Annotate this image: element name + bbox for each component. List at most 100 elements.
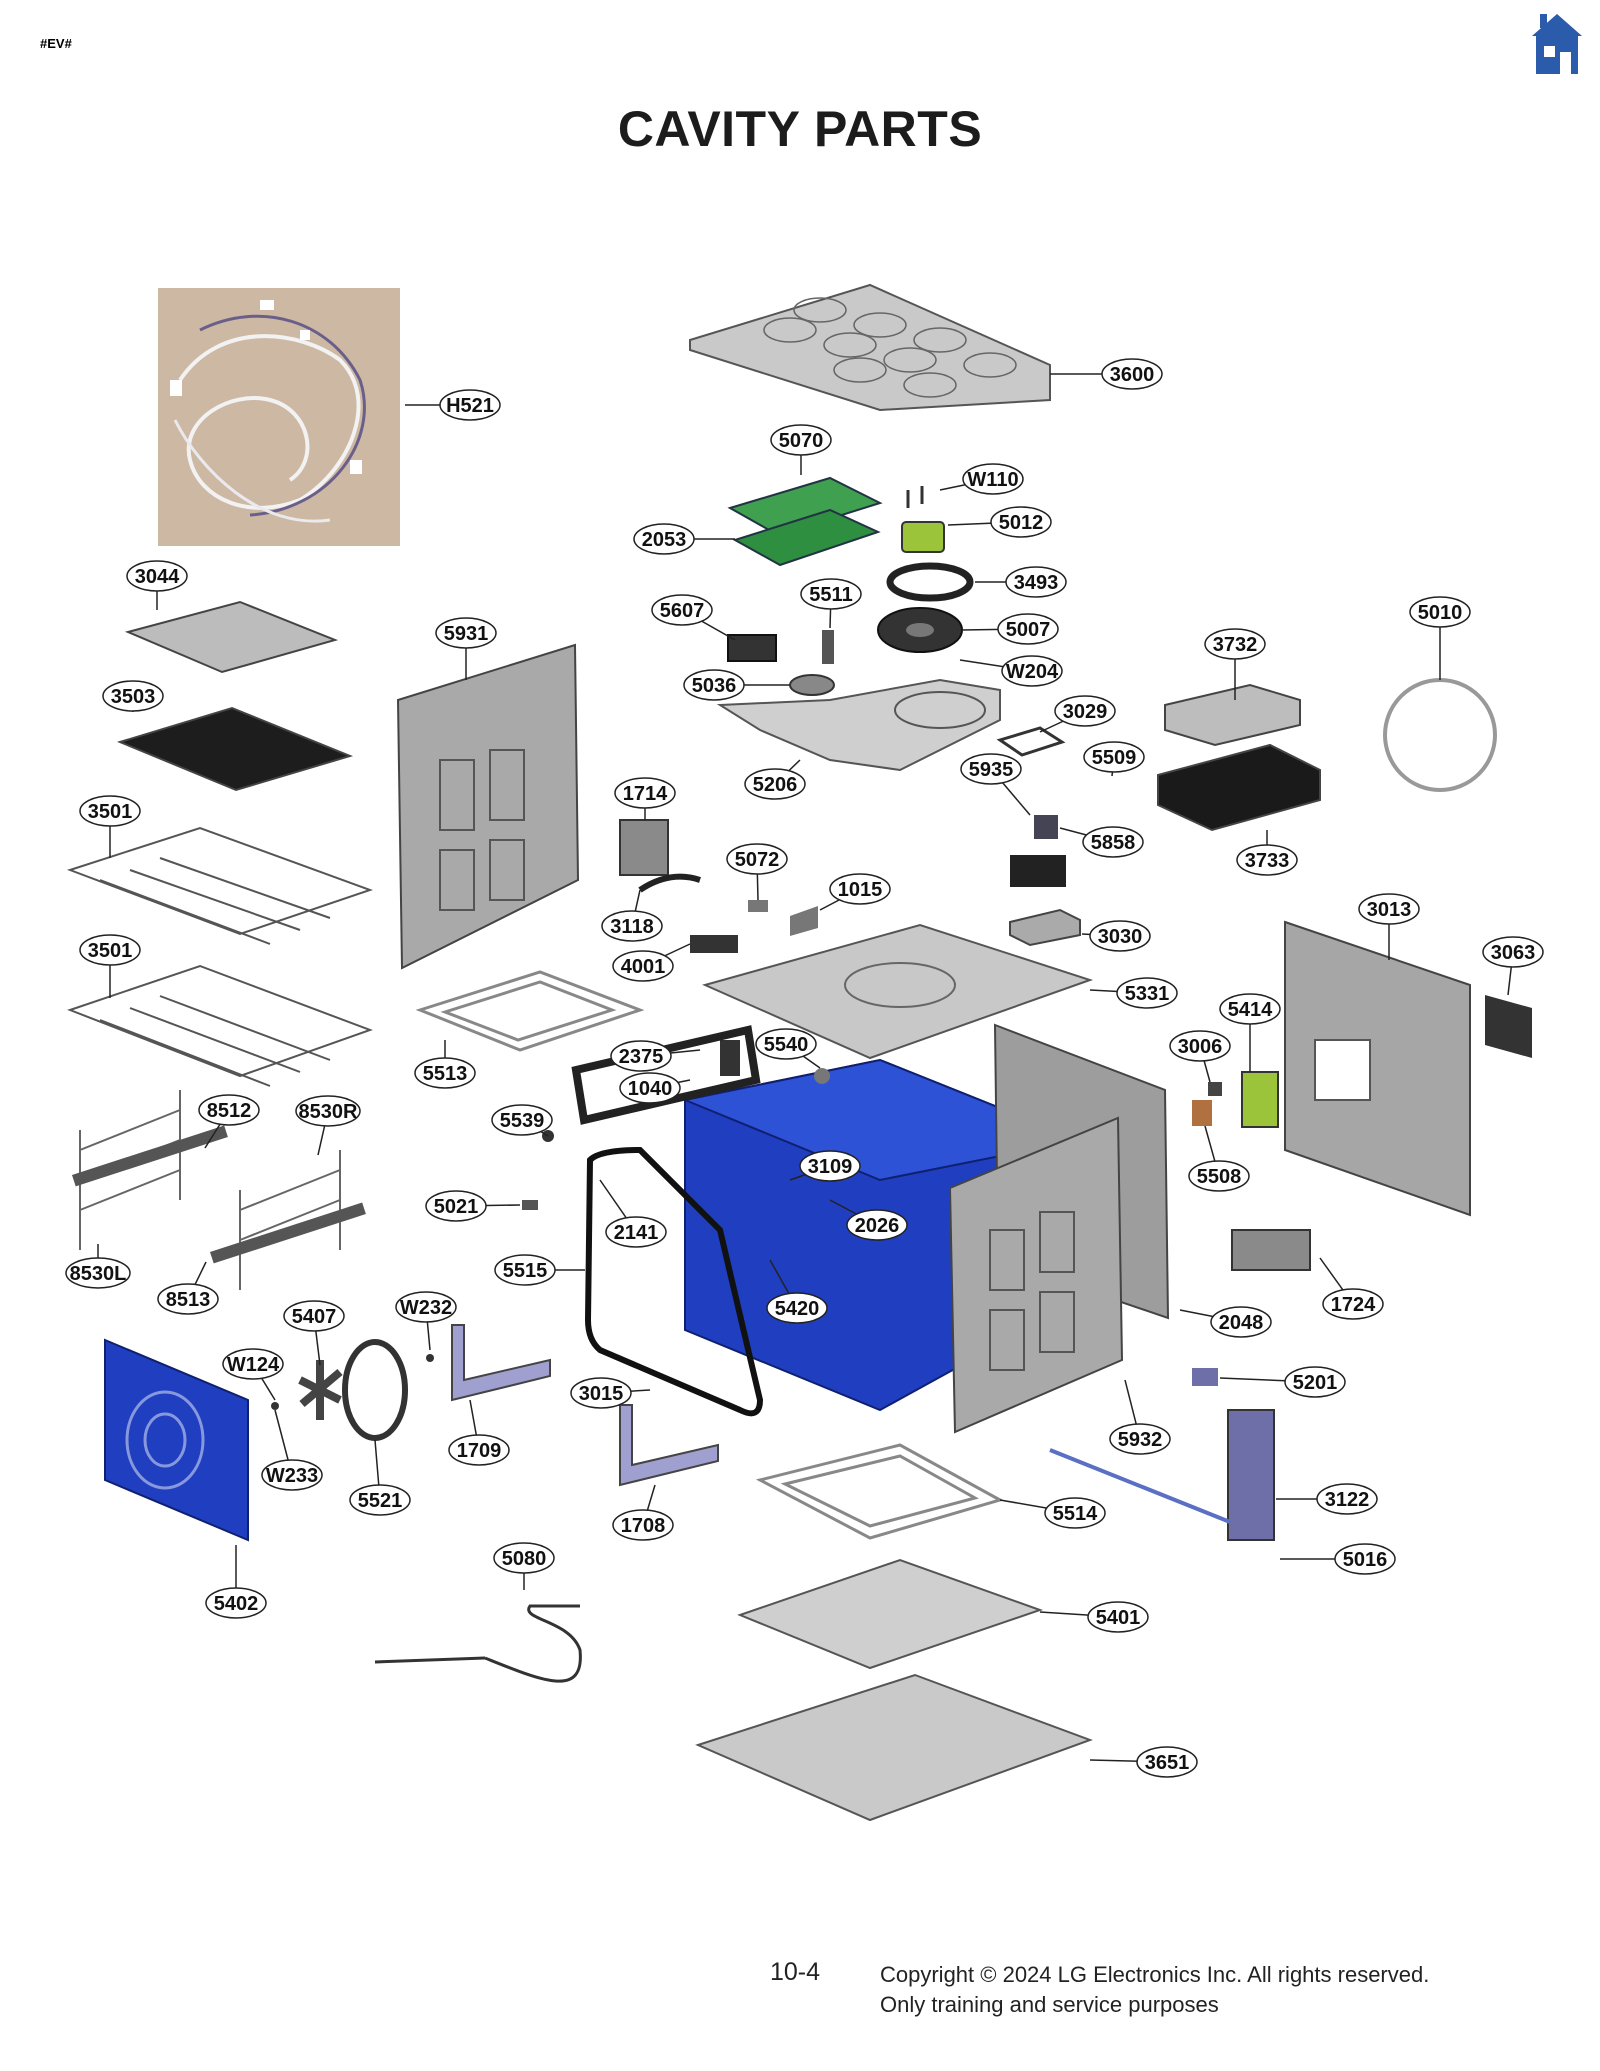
callout-label: 3493 [1014, 572, 1059, 594]
latch-1724 [1231, 1229, 1311, 1271]
top-plate-5331 [702, 923, 1094, 1060]
callout-label: 2141 [614, 1222, 659, 1244]
callout-label: 8512 [207, 1100, 252, 1122]
frame-3029 [996, 726, 1066, 757]
base-3651 [695, 1673, 1093, 1822]
gasket-5515 [584, 1146, 764, 1417]
plate-1015 [790, 906, 818, 936]
callout-label: 3122 [1325, 1489, 1370, 1511]
callout-5007: 5007 [997, 613, 1059, 645]
callout-label: 5072 [735, 849, 780, 871]
callout-label: 5080 [502, 1548, 547, 1570]
callout-3029: 3029 [1054, 695, 1116, 727]
pcb-2053 [732, 508, 881, 567]
callout-3651: 3651 [1136, 1746, 1198, 1778]
callout-3493: 3493 [1005, 566, 1067, 598]
callout-3600: 3600 [1101, 358, 1163, 390]
callout-5420: 5420 [766, 1292, 828, 1324]
callout-5508: 5508 [1188, 1160, 1250, 1192]
callout-3044: 3044 [126, 560, 188, 592]
motor-5012 [901, 521, 945, 553]
callout-1724: 1724 [1322, 1288, 1384, 1320]
callout-label: 5331 [1125, 983, 1170, 1005]
callout-label: 5007 [1006, 619, 1051, 641]
bracket-1708 [619, 1404, 719, 1487]
callout-1714: 1714 [614, 777, 676, 809]
callout-label: 3118 [610, 916, 653, 938]
cover-3732 [1164, 683, 1301, 747]
callout-W204: W204 [1001, 655, 1063, 687]
callout-label: 5540 [764, 1034, 809, 1056]
callout-label: 5513 [423, 1063, 468, 1085]
callout-label: W124 [227, 1354, 280, 1376]
callout-label: 5607 [660, 600, 705, 622]
purpose-line: Only training and service purposes [880, 1992, 1219, 2017]
callout-5539: 5539 [491, 1104, 553, 1136]
fan-blade-5407 [298, 1360, 343, 1420]
pcb-5070 [727, 476, 883, 537]
rack-3501-top [66, 826, 374, 945]
screw-W233 [271, 1402, 279, 1410]
callout-2048: 2048 [1210, 1306, 1272, 1338]
callout-label: 3029 [1063, 701, 1108, 723]
callout-5402: 5402 [205, 1587, 267, 1619]
heater-5514 [755, 1443, 1004, 1540]
callout-3015: 3015 [570, 1377, 632, 1409]
document-tag: #EV# [40, 36, 72, 51]
callout-5010: 5010 [1409, 596, 1471, 628]
home-icon[interactable] [1530, 12, 1584, 76]
clip-5072 [748, 900, 768, 912]
callout-5401: 5401 [1087, 1601, 1149, 1633]
callout-label: W110 [967, 469, 1018, 491]
callout-label: 5201 [1293, 1372, 1338, 1394]
cover-3063 [1485, 995, 1532, 1058]
callout-label: 5420 [775, 1298, 820, 1320]
callout-5012: 5012 [990, 506, 1052, 538]
callout-label: 3651 [1145, 1752, 1190, 1774]
callout-label: 5402 [214, 1593, 259, 1615]
callout-5509: 5509 [1083, 741, 1145, 773]
sensor-5511 [822, 630, 834, 664]
hinge-3118 [638, 873, 701, 893]
side-panel-5931 [396, 643, 580, 970]
callout-4001: 4001 [612, 950, 674, 982]
clip-5021 [522, 1200, 538, 1210]
bottom-plate-5401 [737, 1558, 1044, 1670]
callout-label: 5206 [753, 774, 798, 796]
callout-label: 5508 [1197, 1166, 1242, 1188]
callout-2053: 2053 [633, 523, 695, 555]
wire-harness-photo [158, 288, 400, 546]
callout-label: 5514 [1053, 1503, 1098, 1525]
callout-5858: 5858 [1082, 826, 1144, 858]
callout-3109: 3109 [799, 1150, 861, 1182]
slide-8512 [72, 1125, 228, 1187]
callout-5080: 5080 [493, 1542, 555, 1574]
connector-4001 [690, 935, 738, 953]
callout-5407: 5407 [283, 1300, 345, 1332]
callout-W232: W232 [395, 1291, 457, 1323]
callout-5070: 5070 [770, 424, 832, 456]
callout-label: 5070 [779, 430, 824, 452]
wire-5010 [1383, 678, 1497, 792]
callout-1015: 1015 [829, 873, 891, 905]
callout-8530L: 8530L [65, 1257, 131, 1289]
callout-label: 5021 [434, 1196, 479, 1218]
callout-2375: 2375 [610, 1040, 672, 1072]
callout-3118: 3118 [601, 910, 663, 942]
callout-5514: 5514 [1044, 1497, 1106, 1529]
callout-1040: 1040 [619, 1072, 681, 1104]
callout-label: 5931 [444, 623, 489, 645]
pan-3044 [124, 600, 339, 674]
callout-3013: 3013 [1358, 893, 1420, 925]
callout-label: 1714 [623, 783, 668, 805]
callout-3030: 3030 [1089, 920, 1151, 952]
callout-1708: 1708 [612, 1509, 674, 1541]
copyright-notice: Copyright © 2024 LG Electronics Inc. All… [880, 1960, 1429, 2020]
callout-label: 5539 [500, 1110, 545, 1132]
callout-8530R: 8530R [295, 1095, 361, 1127]
callout-label: 5010 [1418, 602, 1463, 624]
callout-3006: 3006 [1169, 1030, 1231, 1062]
callout-label: 3044 [135, 566, 180, 588]
callout-5521: 5521 [349, 1484, 411, 1516]
callout-5331: 5331 [1116, 977, 1178, 1009]
